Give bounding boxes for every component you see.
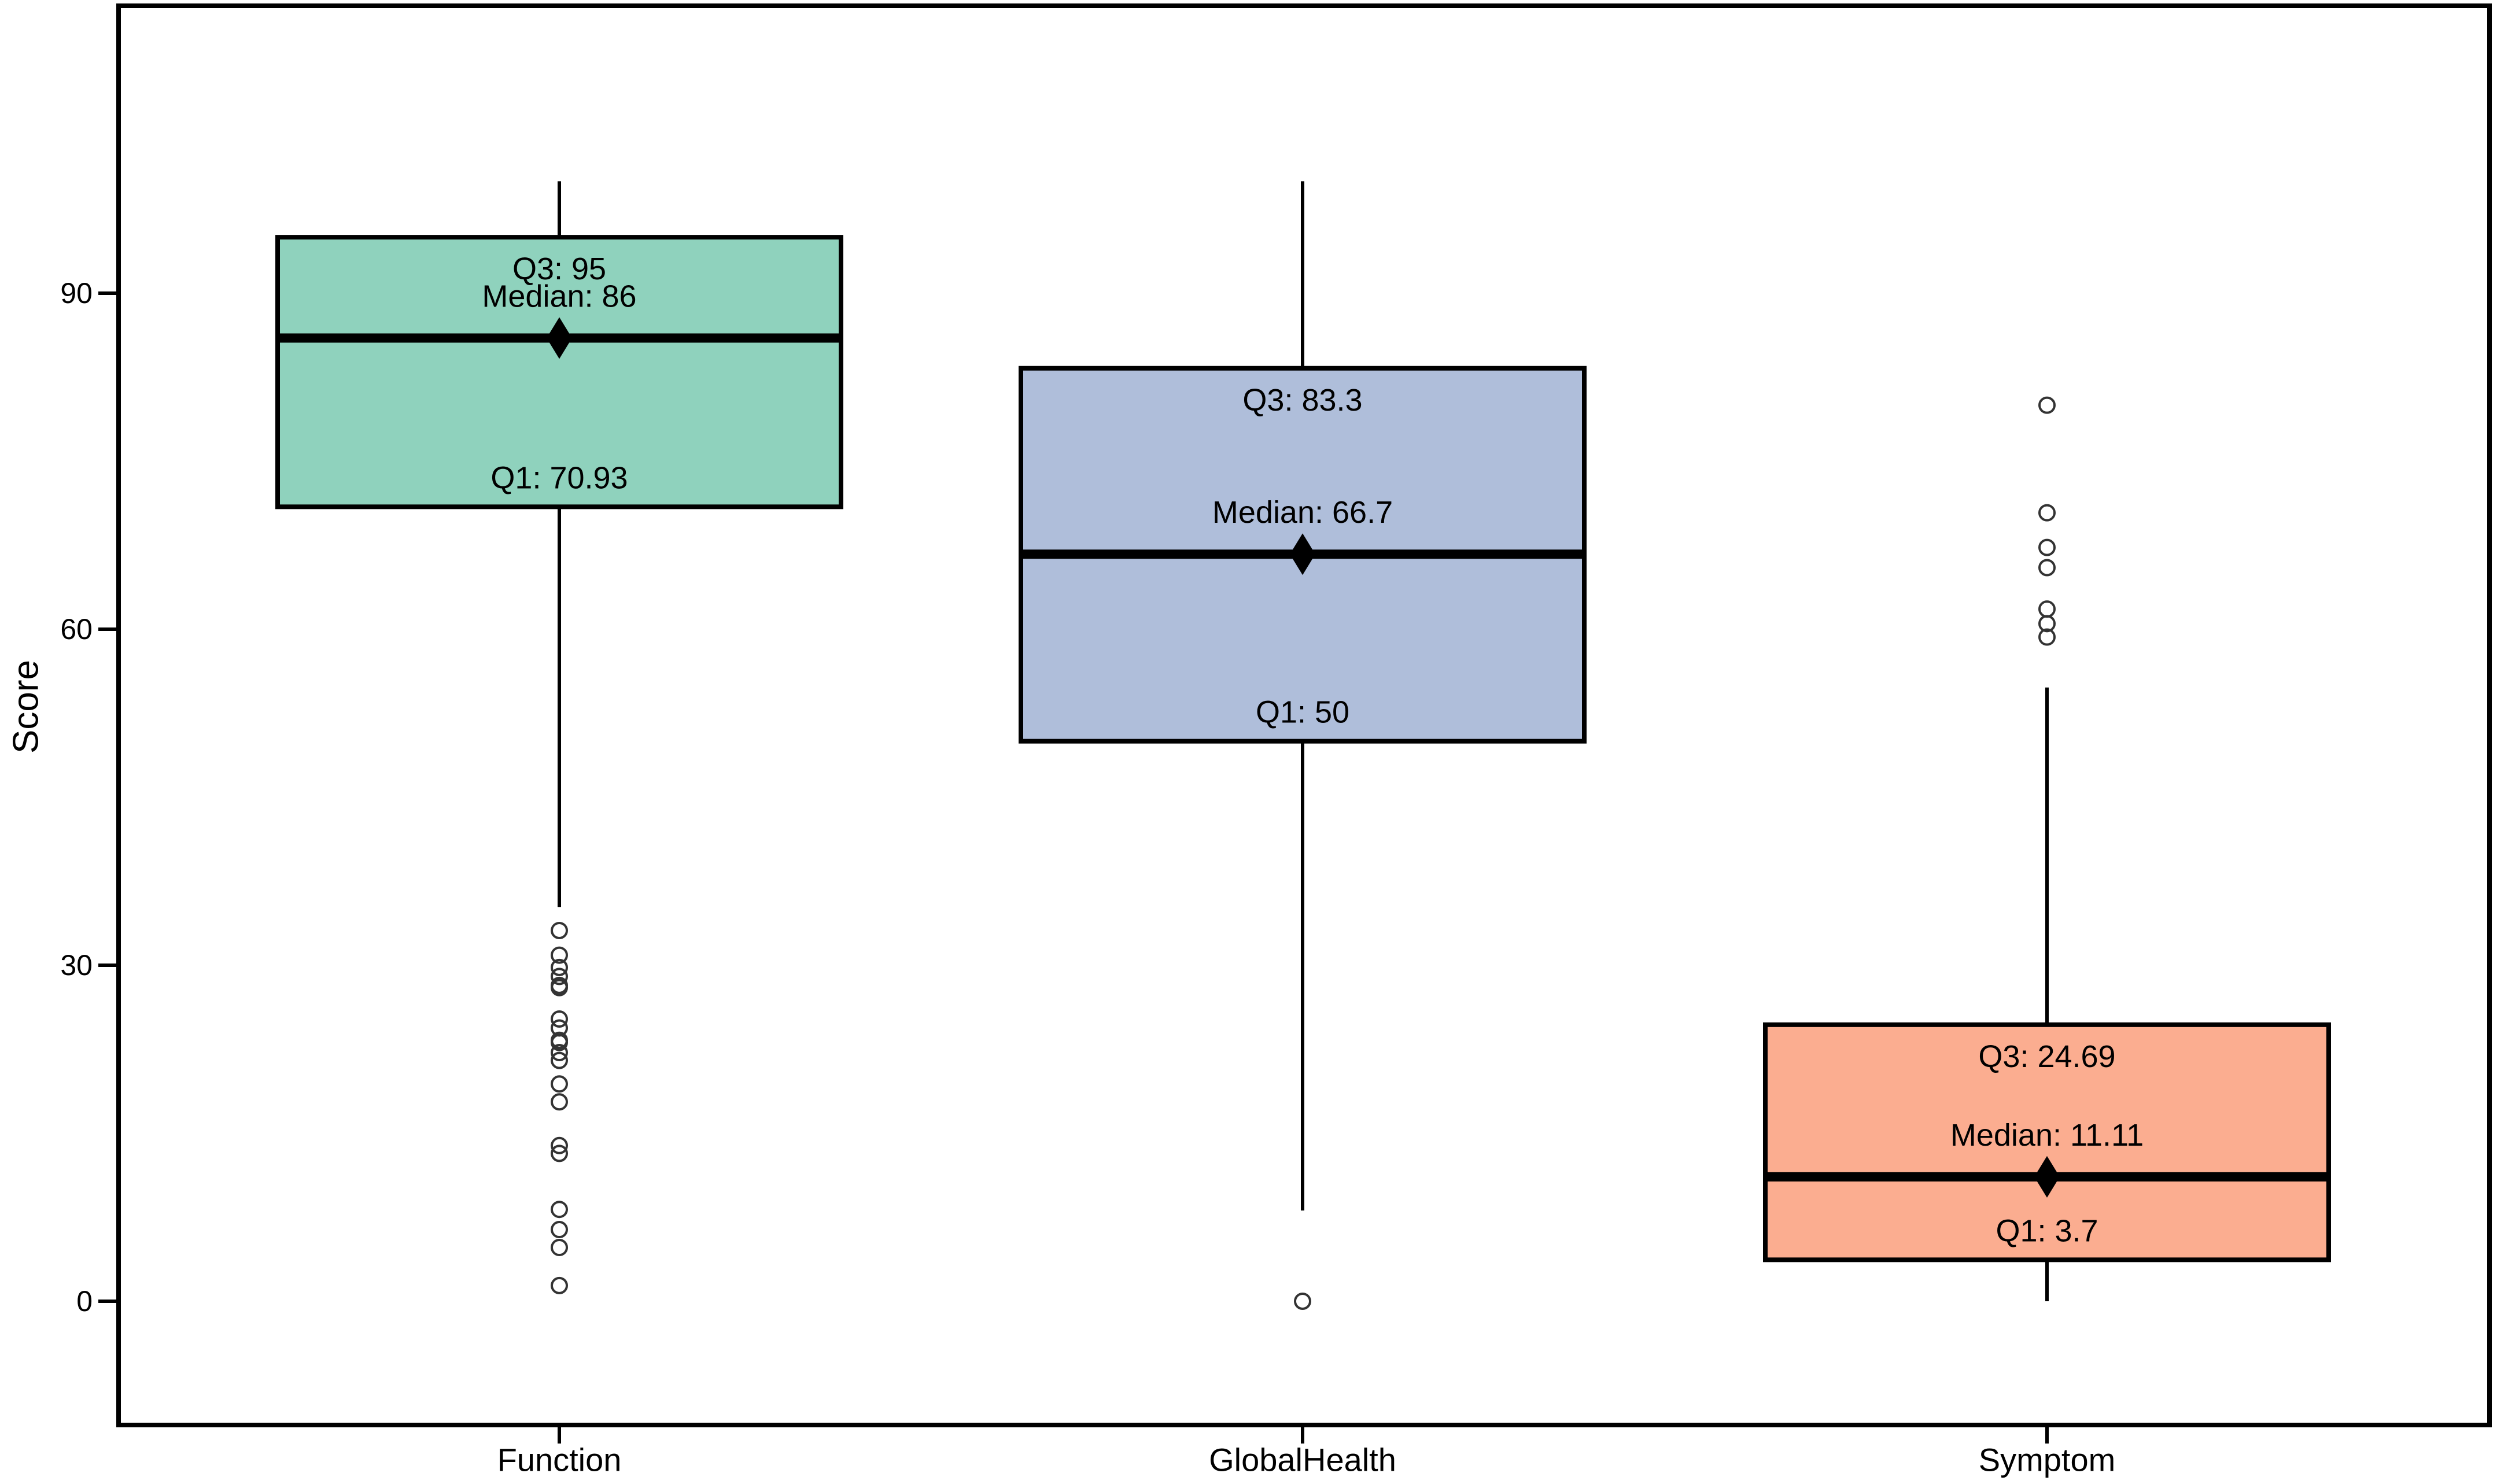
median-label-function: Median: 86 [482,279,636,313]
outlier-point-function [551,1201,568,1219]
x-axis-label-function: Function [497,1442,622,1478]
outlier-point-symptom [2038,600,2056,618]
outlier-point-symptom [2038,504,2056,522]
y-axis-title: Score [6,660,46,754]
outlier-point-function [551,1145,568,1162]
outlier-point-function [551,968,568,985]
outlier-point-function [551,1136,568,1154]
y-tick-label: 0 [76,1285,93,1317]
median-label-symptom: Median: 11.11 [1950,1118,2144,1153]
q3-label-symptom: Q3: 24.69 [1978,1039,2115,1074]
outlier-point-function [551,1033,568,1051]
outlier-point-function [551,958,568,976]
outlier-point-function [551,946,568,964]
outlier-point-symptom [2038,396,2056,414]
outlier-point-symptom [2038,628,2056,646]
median-label-globalhealth: Median: 66.7 [1212,495,1393,530]
x-axis-label-symptom: Symptom [1979,1442,2116,1478]
outlier-point-symptom [2038,559,2056,577]
outlier-point-function [551,1093,568,1111]
mean-diamond-function [547,317,572,359]
mean-diamond-globalhealth [1290,533,1315,575]
box-symptom [1763,1022,2331,1262]
q3-label-globalhealth: Q3: 83.3 [1242,383,1362,418]
outlier-point-function [551,1051,568,1069]
outlier-point-symptom [2038,538,2056,556]
y-tick-label: 90 [60,277,93,309]
outlier-point-function [551,1221,568,1239]
q1-label-globalhealth: Q1: 50 [1256,695,1349,730]
outlier-point-function [551,1276,568,1294]
outlier-point-function [551,979,568,996]
outlier-point-globalhealth [1294,1293,1311,1310]
outlier-point-symptom [2038,615,2056,633]
q1-label-function: Q1: 70.93 [490,460,628,495]
y-tick-label: 30 [60,949,93,981]
x-axis-label-globalhealth: GlobalHealth [1209,1442,1396,1478]
outlier-point-function [551,1239,568,1257]
outlier-point-function [551,921,568,939]
y-tick-label: 60 [60,613,93,645]
q1-label-symptom: Q1: 3.7 [1996,1213,2098,1248]
q3-label-function: Q3: 95 [512,252,606,286]
mean-diamond-symptom [2034,1156,2060,1198]
box-function [275,235,843,510]
outlier-point-function [551,1010,568,1028]
outlier-point-function [551,1044,568,1062]
outlier-point-function [551,1075,568,1093]
